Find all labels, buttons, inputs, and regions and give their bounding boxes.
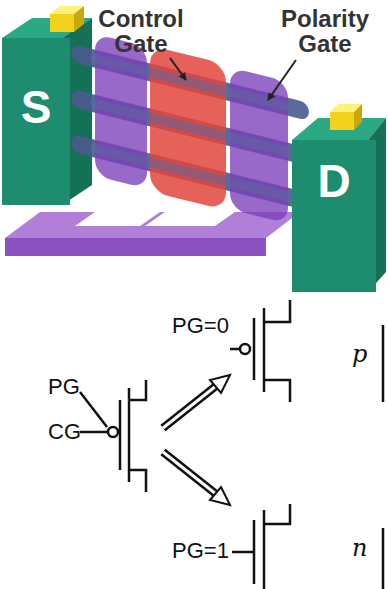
source-block: S bbox=[2, 38, 70, 205]
n-transistor-symbol bbox=[232, 504, 383, 589]
nanowire-stack bbox=[80, 28, 300, 229]
gate-label: Control Gate bbox=[82, 6, 200, 56]
substrate-rails bbox=[5, 212, 300, 256]
selection-arrow bbox=[163, 375, 230, 505]
type-label: p bbox=[352, 340, 374, 368]
gate-label: Polarity Gate bbox=[266, 6, 384, 56]
leader-arrow bbox=[170, 58, 186, 80]
drain-block: D bbox=[292, 140, 376, 292]
p-transistor-symbol bbox=[230, 300, 383, 402]
signal-name: CG bbox=[48, 419, 82, 445]
signal-name: PG bbox=[48, 374, 82, 400]
type-label: n bbox=[352, 534, 374, 562]
terminal-letter: S bbox=[2, 82, 70, 132]
terminal-letter: D bbox=[292, 156, 376, 206]
signal-name: PG=0 bbox=[172, 313, 232, 339]
signal-name: PG=1 bbox=[172, 538, 232, 564]
leader-arrow bbox=[268, 60, 296, 100]
ambipolar-transistor-symbol bbox=[80, 380, 146, 492]
drain-block bbox=[292, 104, 386, 292]
